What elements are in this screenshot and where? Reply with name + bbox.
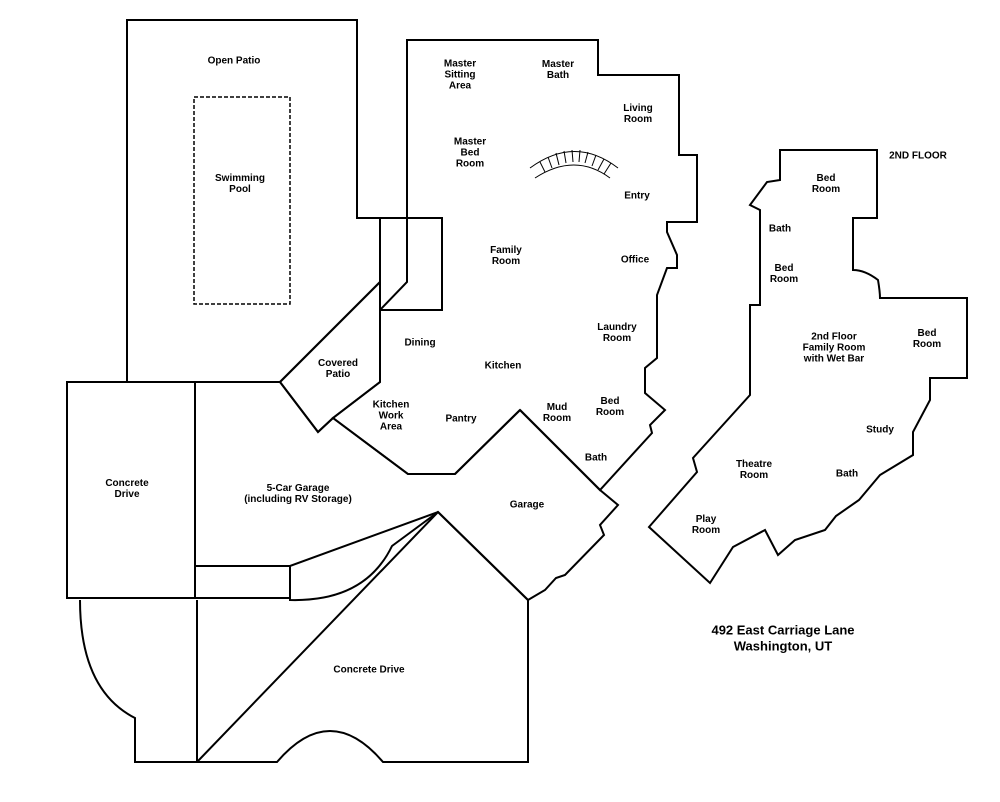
address-line-1: 492 East Carriage Lane [711,622,855,638]
label-office: Office [620,254,650,266]
label-living-room: Living Room [623,103,653,125]
label-kitchen: Kitchen [484,360,522,372]
label-concrete-drive-bottom: Concrete Drive [333,664,405,676]
label-kitchen-work-area: Kitchen Work Area [372,399,410,433]
label-bed-room-2c: Bed Room [912,328,942,350]
concrete-drive-bottom-outline [194,510,529,763]
label-dining: Dining [404,337,436,349]
address-line-2: Washington, UT [733,638,833,654]
label-laundry-room: Laundry Room [597,322,637,344]
concrete-drive-lobe-outline [79,599,198,763]
label-theatre-room: Theatre Room [735,459,773,481]
entry-bump-outline [667,154,698,223]
label-bath-2a: Bath [768,223,792,235]
label-five-car-garage: 5-Car Garage (including RV Storage) [244,483,352,505]
swimming-pool-outline [193,96,291,305]
label-play-room: Play Room [691,514,721,536]
label-bath-main: Bath [584,452,608,464]
label-second-floor-family-room: 2nd Floor Family Room with Wet Bar [802,331,866,365]
label-concrete-drive-left: Concrete Drive [105,478,149,500]
label-study: Study [866,424,894,436]
label-entry: Entry [624,190,650,202]
five-car-garage-outline [195,381,521,475]
label-bed-room-2a: Bed Room [811,173,841,195]
garage-door-arc [289,511,439,602]
label-garage: Garage [509,499,545,511]
label-mud-room: Mud Room [542,402,572,424]
covered-patio-stairwell [380,217,443,311]
second-floor-outline [647,149,968,585]
label-bath-2b: Bath [835,468,859,480]
second-floor-tag: 2ND FLOOR [889,150,947,162]
covered-patio-outline [278,279,381,434]
label-swimming-pool: Swimming Pool [214,173,266,195]
label-bed-room-2b: Bed Room [769,263,799,285]
label-bed-room-main: Bed Room [595,396,625,418]
label-master-bath: Master Bath [541,59,575,81]
label-family-room: Family Room [490,245,522,267]
open-patio-outline [126,19,381,383]
label-pantry: Pantry [445,413,477,425]
label-master-sitting-area: Master Sitting Area [443,58,477,92]
spiral-staircase [529,149,619,179]
label-master-bed-room: Master Bed Room [453,136,487,170]
label-covered-patio: Covered Patio [317,358,359,380]
concrete-drive-left-outline [66,381,196,599]
label-open-patio: Open Patio [207,55,261,67]
